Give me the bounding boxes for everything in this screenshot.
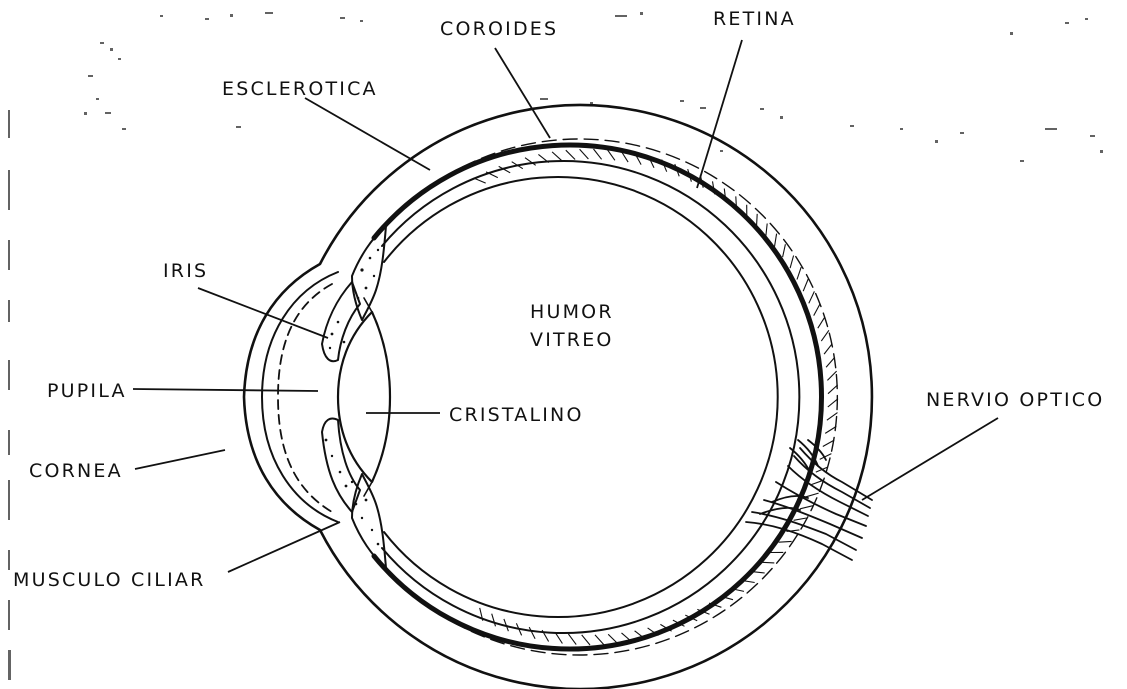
retina-hatch-line <box>797 267 801 279</box>
retina-hatch-line <box>757 214 758 227</box>
label-cristalino: CRISTALINO <box>449 404 584 426</box>
leader-esclerotica <box>305 98 430 170</box>
retina-hatch-line <box>761 562 774 563</box>
retina-hatch-line <box>552 152 562 161</box>
leader-coroides <box>495 48 550 138</box>
retina-hatch-line <box>555 632 562 643</box>
choroid-dashed-detail <box>381 139 837 655</box>
label-humor: HUMOR <box>530 301 614 323</box>
leader-musculo <box>228 522 340 572</box>
label-retina: RETINA <box>713 8 796 30</box>
retina-hatch-line <box>492 614 496 627</box>
retina-hatch-line <box>803 279 808 291</box>
iris-stippling <box>325 249 380 546</box>
retina-hatch-line <box>595 635 604 645</box>
retina-inner-line <box>382 161 799 633</box>
retina-hatch-line <box>783 244 786 257</box>
retina-hatch-line <box>474 178 486 183</box>
leader-retina <box>697 40 742 188</box>
retina-hatch-line <box>794 518 807 520</box>
retina-hatching <box>474 149 838 645</box>
label-musculo-ciliar: MUSCULO CILIAR <box>13 569 206 591</box>
retina-hatch-line <box>824 344 832 354</box>
crystalline-lens <box>338 312 390 482</box>
retina-hatch-line <box>828 385 838 394</box>
retina-hatch-line <box>566 150 575 159</box>
retina-hatch-line <box>826 357 835 367</box>
retina-hatch-line <box>779 541 792 542</box>
retina-hatch-line <box>582 635 590 645</box>
retina-hatch-line <box>766 224 767 237</box>
choroid-layer <box>374 145 822 649</box>
label-iris: IRIS <box>163 260 208 282</box>
retina-hatch-line <box>568 634 576 645</box>
retina-hatch-line <box>529 627 535 639</box>
label-pupila: PUPILA <box>47 380 127 402</box>
retina-hatch-line <box>821 330 829 341</box>
retina-hatch-line <box>736 196 737 209</box>
retina-hatch-line <box>594 149 602 159</box>
labels: COROIDES RETINA ESCLEROTICA IRIS HUMOR V… <box>13 8 1104 591</box>
leader-iris <box>198 288 328 338</box>
leader-cornea <box>135 450 225 469</box>
retina-hatch-line <box>580 149 589 159</box>
cornea-inner-contour <box>262 272 338 522</box>
retina-hatch-line <box>800 506 813 509</box>
vitreous-boundary <box>384 177 778 617</box>
retina-hatch-line <box>814 304 820 316</box>
anterior-chamber-dashed <box>278 284 332 512</box>
retina-hatch-line <box>809 291 815 303</box>
retina-hatch-line <box>608 634 617 643</box>
leader-nervio <box>862 418 998 500</box>
retina-hatch-line <box>828 399 838 407</box>
label-cornea: CORNEA <box>29 460 123 482</box>
retina-hatch-line <box>818 317 825 328</box>
retina-hatch-line <box>827 371 836 380</box>
retina-hatch-line <box>806 493 819 497</box>
label-nervio-optico: NERVIO OPTICO <box>926 389 1104 411</box>
retina-hatch-line <box>752 572 765 573</box>
label-esclerotica: ESCLEROTICA <box>222 78 378 100</box>
retina-hatch-line <box>775 234 777 247</box>
retina-hatch-line <box>790 256 794 269</box>
label-coroides: COROIDES <box>440 18 558 40</box>
leader-pupila <box>133 389 318 391</box>
label-vitreo: VITREO <box>530 329 614 351</box>
